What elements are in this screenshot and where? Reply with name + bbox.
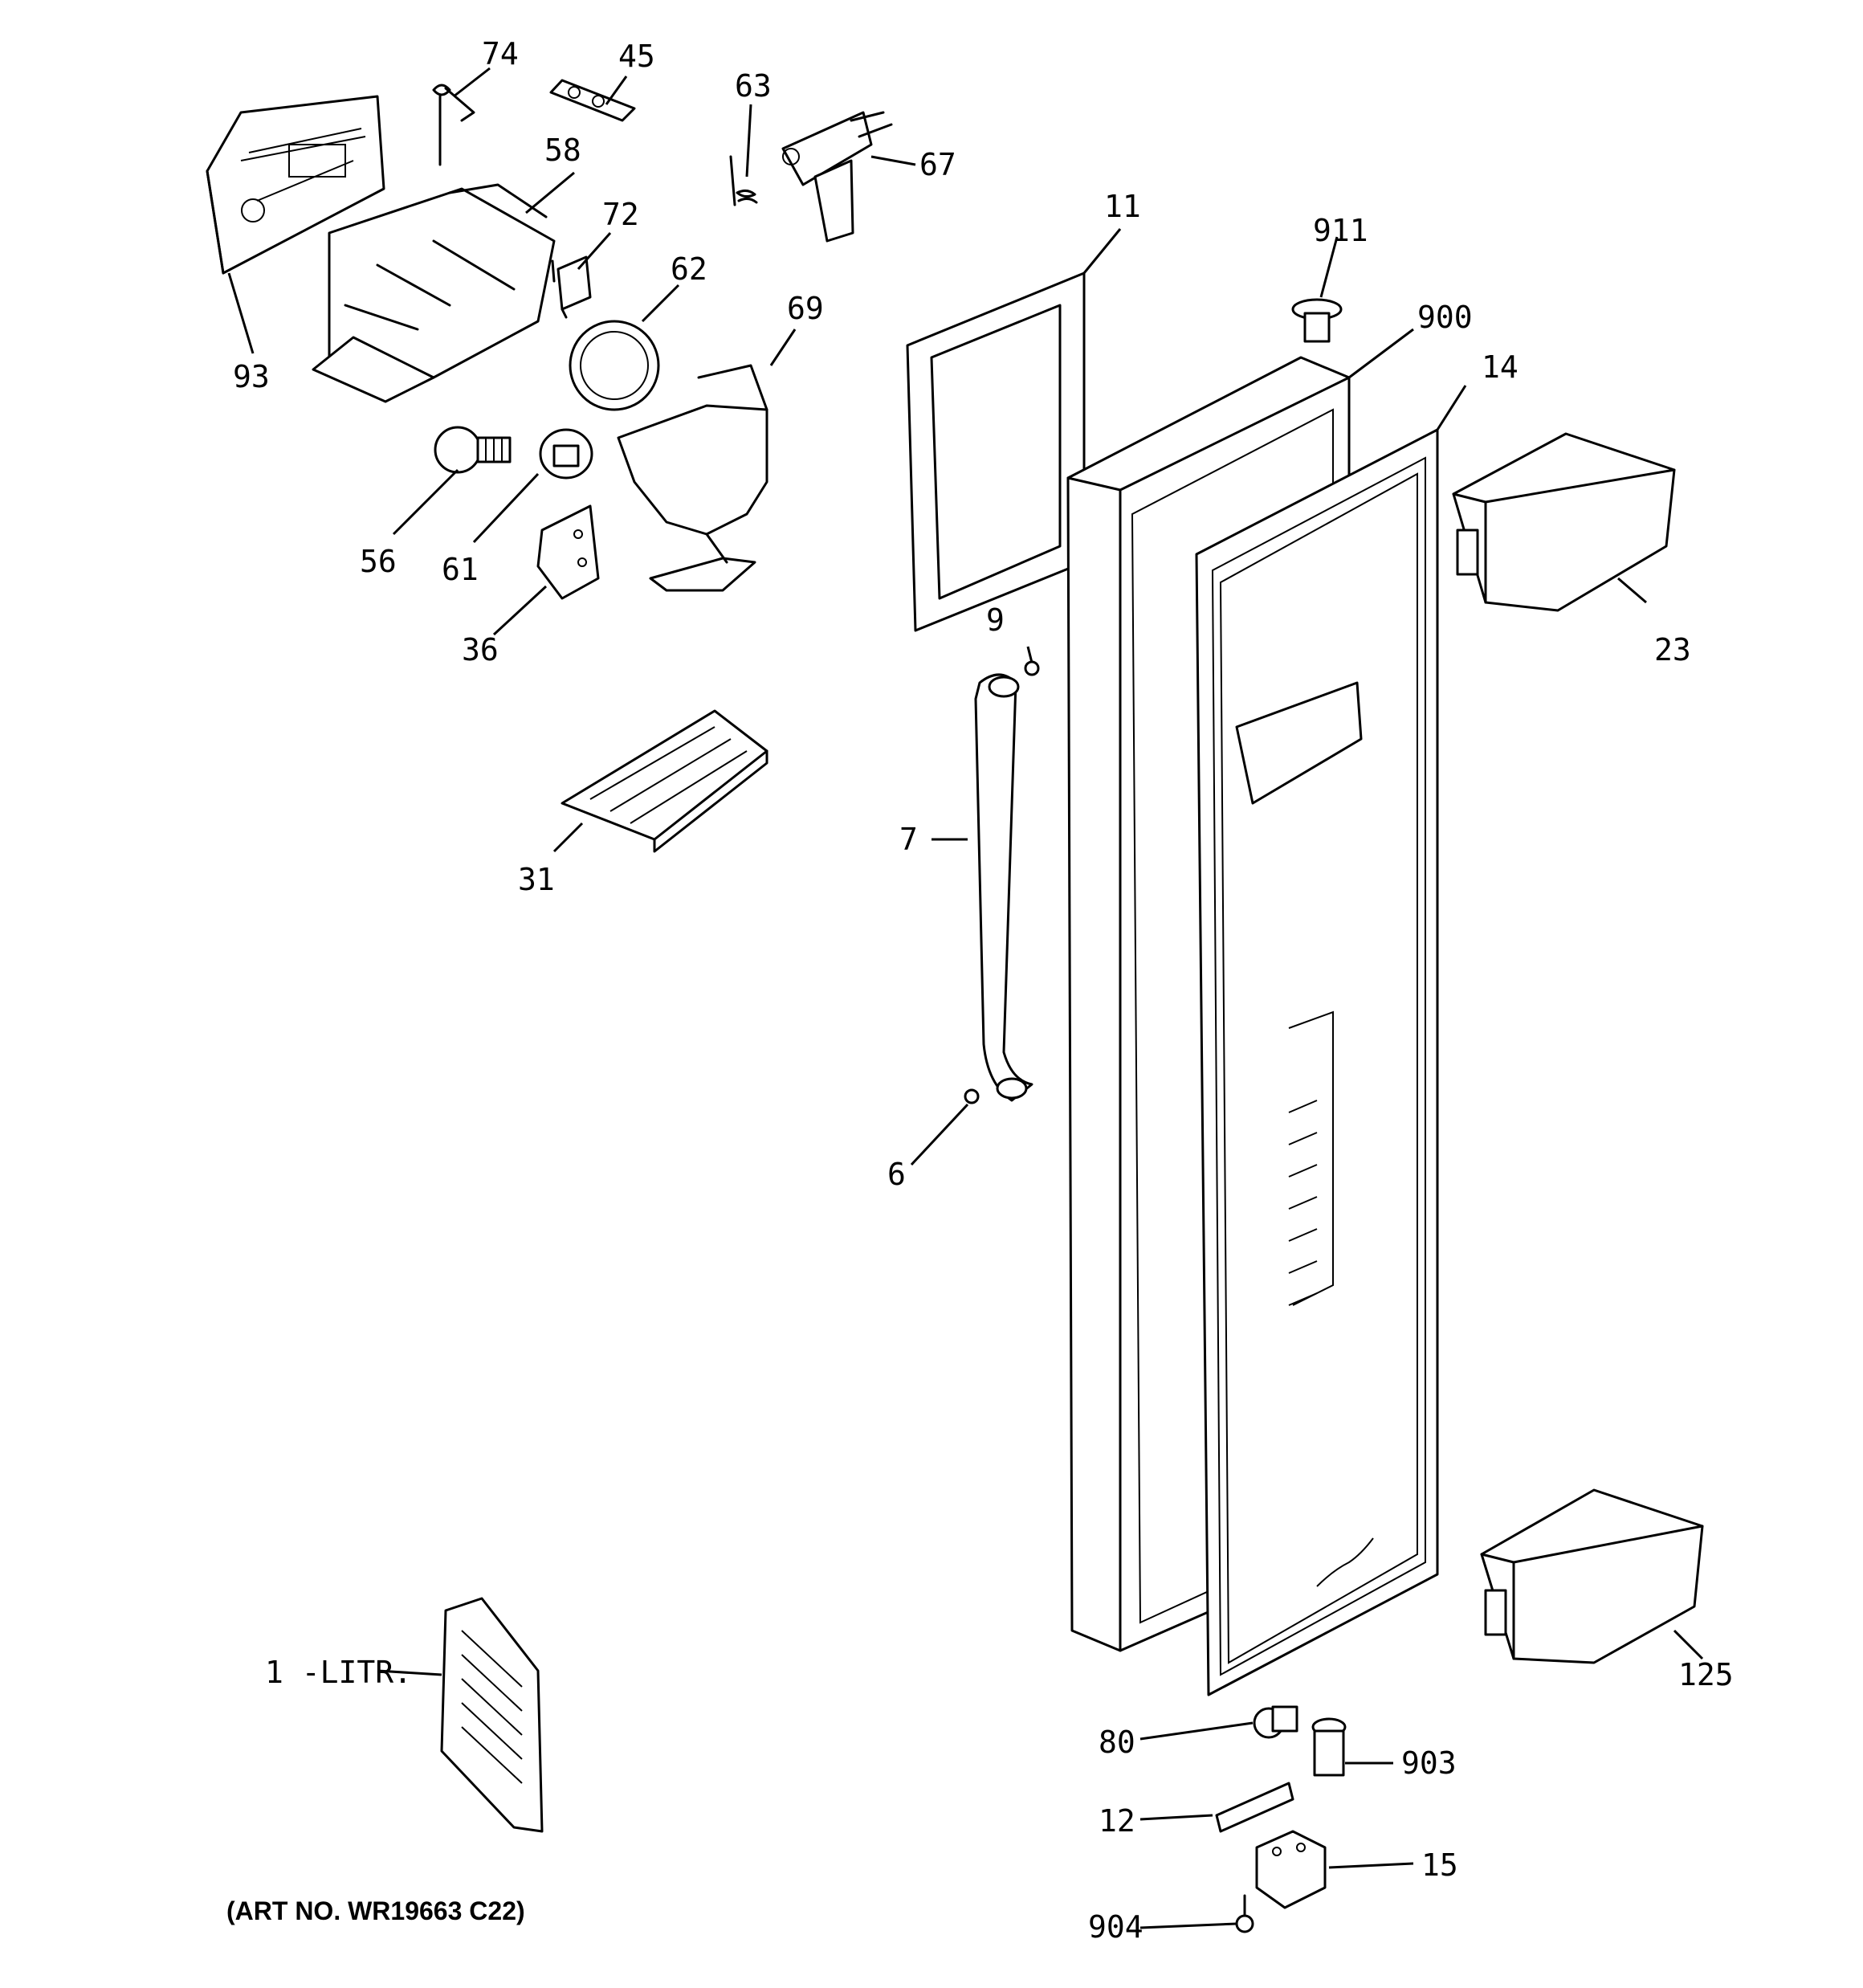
part-9-screw (1024, 660, 1040, 676)
callout-45: 45 (618, 39, 655, 74)
part-11-inner-frame (906, 271, 1086, 632)
part-63-spring (729, 155, 758, 206)
callout-67: 67 (919, 147, 956, 182)
part-45-bracket (549, 79, 636, 122)
part-74-spring (432, 84, 475, 166)
callout-31: 31 (518, 862, 555, 897)
callout-15: 15 (1421, 1847, 1458, 1883)
callout-23: 23 (1654, 632, 1691, 667)
part-56-bulb (434, 426, 512, 474)
callout-125: 125 (1678, 1657, 1734, 1692)
part-15-hinge (1255, 1830, 1327, 1909)
part-80-cam (1253, 1705, 1298, 1739)
callout-74: 74 (482, 36, 519, 71)
callout-14: 14 (1482, 349, 1519, 385)
callout-56: 56 (360, 544, 397, 579)
callout-61: 61 (442, 552, 479, 587)
part-23-door-bin-upper (1452, 432, 1676, 612)
callout-labels: 74 45 63 67 58 72 62 69 93 56 61 36 31 1… (233, 36, 1734, 1945)
callout-36: 36 (462, 632, 499, 667)
part-12-plate (1215, 1782, 1294, 1833)
part-36-bracket (536, 504, 600, 600)
part-903-bushing (1311, 1717, 1347, 1777)
part-31-drip-tray (561, 709, 768, 853)
callout-63: 63 (735, 68, 772, 104)
callout-1-litr: 1 -LITR. (265, 1655, 412, 1690)
callout-904: 904 (1088, 1909, 1143, 1945)
callout-9: 9 (986, 602, 1005, 638)
part-14-gasket (1195, 428, 1439, 1696)
part-72-switch (551, 255, 592, 319)
callout-6: 6 (887, 1157, 906, 1192)
part-62-ring (569, 320, 660, 411)
part-125-door-bin-lower (1480, 1488, 1704, 1664)
part-61-gear (539, 428, 593, 480)
callout-80: 80 (1099, 1725, 1135, 1760)
callout-93: 93 (233, 359, 270, 394)
callout-911: 911 (1313, 213, 1368, 248)
callout-58: 58 (544, 133, 581, 168)
part-67-lever-arm (781, 111, 893, 243)
callout-69: 69 (787, 291, 824, 326)
part-69-ice-chute (617, 364, 768, 592)
part-1-literature (440, 1597, 544, 1833)
part-58-dispenser-housing (312, 183, 556, 403)
callout-12: 12 (1099, 1803, 1135, 1839)
part-911-cap (1291, 298, 1343, 343)
callout-903: 903 (1401, 1745, 1457, 1781)
callout-72: 72 (602, 197, 639, 232)
callout-11: 11 (1104, 189, 1141, 224)
part-7-handle (974, 673, 1033, 1102)
part-93-control-panel (206, 95, 385, 275)
callout-900: 900 (1417, 300, 1473, 335)
callout-62: 62 (671, 251, 707, 287)
part-6-screw (964, 1088, 980, 1104)
art-number-caption: (ART NO. WR19663 C22) (226, 1896, 525, 1925)
callout-7: 7 (899, 822, 918, 857)
leader-lines (227, 67, 1704, 1929)
part-904-screw (1235, 1894, 1254, 1933)
